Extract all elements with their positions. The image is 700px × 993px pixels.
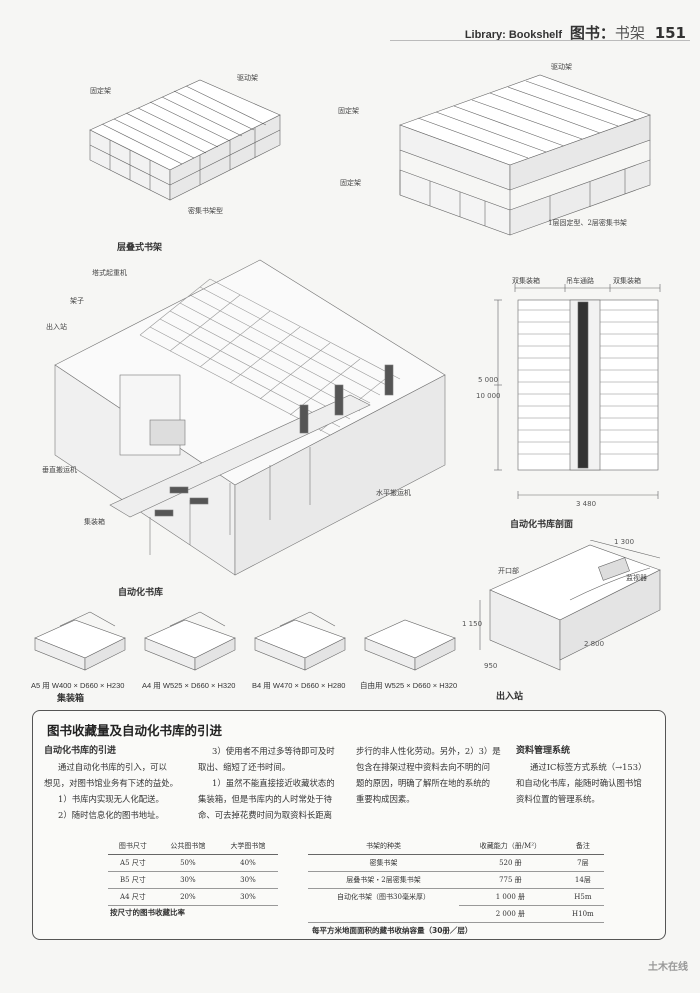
label-horizontal-conveyor: 水平搬运机	[376, 489, 411, 497]
label-drive-rack: 驱动架	[237, 74, 258, 82]
dim-section-width: 3 480	[576, 500, 597, 508]
station-drawing	[479, 540, 661, 671]
article-title: 图书收藏量及自动化书库的引进	[47, 723, 223, 738]
article-col4: 资料管理系统 通过IC标签方式系统（→153） 和自动化书库，能随时确认图书馆 …	[516, 743, 661, 807]
label-tower-crane: 塔式起重机	[92, 269, 127, 277]
header-chapter: 图书：	[569, 24, 615, 42]
label-section-left: 双集装箱	[512, 277, 540, 285]
dim-section-height-2: 10 000	[476, 392, 501, 400]
label-fixed-rack-top: 固定架	[338, 107, 359, 115]
label-fixed-rack: 固定架	[90, 87, 111, 95]
compact-shelving-drawing	[89, 79, 281, 201]
watermark-logo: 土木在线	[648, 962, 688, 973]
label-port-station: 出入站	[46, 323, 67, 331]
article-col2: 3）使用者不用过多等待即可及时 取出、缩短了还书时间。 1）虽然不能直接接近收藏…	[198, 746, 335, 820]
label-vertical-conveyor: 垂直搬运机	[42, 466, 77, 474]
automated-storage-drawing	[54, 259, 446, 576]
label-monitor: 监视器	[626, 574, 647, 582]
label-rack: 架子	[70, 297, 84, 305]
caption-two-layer: 1层固定型、2层密集书架	[548, 219, 627, 227]
title-section: 自动化书库剖面	[510, 520, 574, 530]
page-number: 151	[654, 24, 686, 42]
title-station: 出入站	[496, 692, 524, 702]
header-rule	[390, 40, 690, 41]
article-col3: 步行的非人性化劳动。另外，2）3）是 包含在排架过程中资料去向不明的问 题的原因…	[356, 746, 501, 804]
col4-heading: 资料管理系统	[516, 746, 571, 756]
caption-compact-shelving: 密集书架型	[188, 207, 223, 215]
containers-drawing	[34, 611, 456, 671]
container-free: 自由用 W525 × D660 × H320	[360, 681, 458, 690]
dim-station-height: 1 150	[462, 620, 483, 628]
container-b4: B4 用 W470 × D660 × H280	[252, 681, 346, 690]
dim-station-top: 1 300	[614, 538, 635, 546]
dim-station-depth: 950	[484, 662, 498, 670]
header-section: 书架	[614, 24, 645, 42]
label-container: 集装箱	[84, 518, 105, 526]
title-automated-storage: 自动化书库	[118, 588, 164, 598]
label-section-right: 双集装箱	[613, 277, 641, 285]
article-col1: 自动化书库的引进 通过自动化书库的引入，可以 想见，对图书馆业务有下述的益处。 …	[44, 743, 194, 823]
label-section-middle: 吊车通路	[566, 277, 594, 285]
label-fixed-rack-bottom: 固定架	[340, 179, 361, 187]
table-header: 图书尺寸 公共图书馆 大学图书馆	[108, 838, 278, 855]
table-header: 书架的种类 收藏能力（册/M²） 备注	[308, 838, 604, 855]
col1-heading: 自动化书库的引进	[44, 746, 117, 756]
header-english: Library: Bookshelf	[464, 29, 562, 41]
two-layer-shelving-drawing	[399, 74, 651, 236]
section-drawing	[494, 284, 661, 499]
dim-station-width: 2 800	[584, 640, 605, 648]
label-opening: 开口部	[498, 567, 519, 575]
title-layered-shelving: 层叠式书架	[117, 243, 163, 253]
title-containers: 集装箱	[57, 694, 85, 704]
page-header: Library: Bookshelf 图书：书架 151	[465, 22, 686, 43]
container-a5: A5 用 W400 × D660 × H230	[31, 681, 125, 690]
container-a4: A4 用 W525 × D660 × H320	[142, 681, 236, 690]
capacity-caption: 每平方米地面面积的藏书收纳容量（30册／层）	[312, 926, 473, 935]
size-ratio-caption: 按尺寸的图书收藏比率	[110, 908, 185, 917]
label-drive-rack-2: 驱动架	[551, 63, 572, 71]
dim-section-height-1: 5 000	[478, 376, 499, 384]
